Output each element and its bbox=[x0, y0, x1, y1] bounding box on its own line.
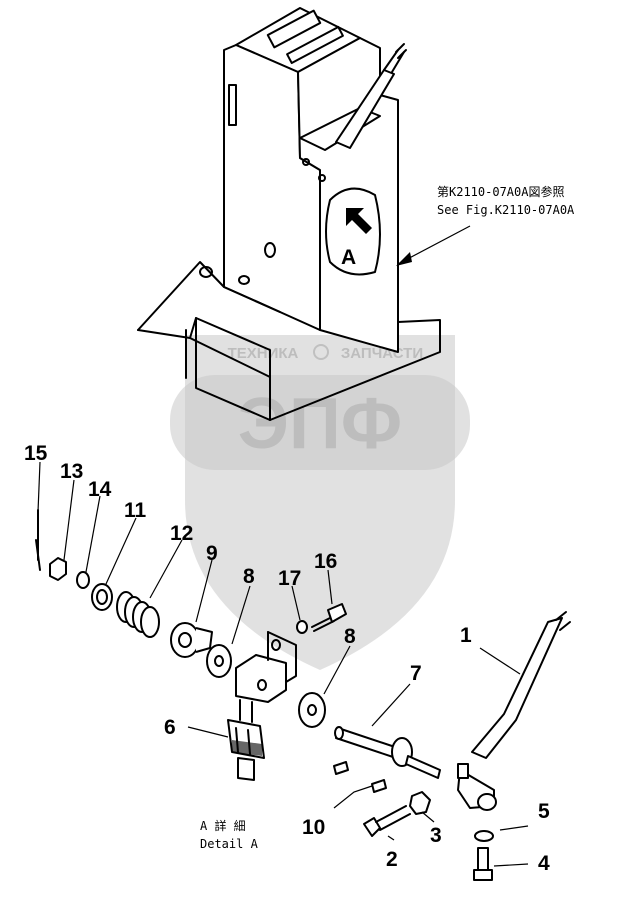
label-4: 4 bbox=[538, 852, 550, 875]
part-number-labels: 15 13 14 11 12 9 8 17 16 8 6 7 1 10 2 3 … bbox=[24, 442, 550, 875]
console-housing: A bbox=[137, 7, 441, 421]
detail-a-line1: A 詳 細 bbox=[200, 818, 246, 833]
label-8-lower: 8 bbox=[344, 625, 356, 648]
part-10-key-1 bbox=[333, 761, 349, 775]
part-3-nut bbox=[409, 791, 431, 815]
part-12-spring bbox=[116, 591, 160, 638]
part-16-bolt bbox=[311, 603, 347, 632]
watermark-gear-icon bbox=[313, 344, 329, 360]
part-8-washer-2 bbox=[298, 692, 326, 728]
label-12: 12 bbox=[170, 522, 193, 545]
part-11-bushing bbox=[91, 583, 113, 611]
callout-a-line2: See Fig.K2110-07A0A bbox=[437, 203, 575, 217]
watermark-top-text: ТЕХНИКА bbox=[228, 345, 299, 362]
part-13-nut bbox=[49, 557, 67, 581]
part-8-washer-1 bbox=[206, 644, 232, 678]
part-14-washer bbox=[76, 571, 90, 589]
label-14: 14 bbox=[88, 478, 112, 501]
callout-a: 第K2110-07A0A図参照 See Fig.K2110-07A0A bbox=[396, 184, 575, 266]
label-10: 10 bbox=[302, 816, 325, 839]
label-5: 5 bbox=[538, 800, 550, 823]
label-6: 6 bbox=[164, 716, 176, 739]
label-7: 7 bbox=[410, 662, 422, 685]
detail-a-line2: Detail A bbox=[200, 837, 259, 851]
part-6-switch bbox=[227, 699, 265, 781]
part-15-cotter-pin bbox=[35, 509, 41, 571]
watermark-top-right-text: ЗАПЧАСТИ bbox=[341, 345, 423, 362]
detail-a-caption: A 詳 細 Detail A bbox=[200, 818, 259, 851]
label-16: 16 bbox=[314, 550, 337, 573]
label-13: 13 bbox=[60, 460, 83, 483]
label-8-top: 8 bbox=[243, 565, 255, 588]
part-7-shaft bbox=[334, 726, 441, 779]
part-5-washer bbox=[474, 830, 494, 842]
bracket bbox=[235, 631, 297, 703]
label-11: 11 bbox=[124, 499, 147, 522]
part-1-lever bbox=[457, 611, 571, 811]
detail-a-parts bbox=[35, 509, 571, 881]
part-17-washer bbox=[296, 620, 308, 634]
label-15: 15 bbox=[24, 442, 48, 465]
callout-a-line1: 第K2110-07A0A図参照 bbox=[437, 184, 564, 199]
label-2: 2 bbox=[386, 848, 398, 871]
leader-lines bbox=[37, 461, 529, 867]
label-1: 1 bbox=[460, 624, 472, 647]
part-10-key-2 bbox=[371, 779, 387, 793]
window-a-marker: A bbox=[341, 246, 356, 269]
watermark: ЭПФ ТЕХНИКА ЗАПЧАСТИ bbox=[170, 335, 470, 670]
label-9: 9 bbox=[206, 542, 218, 565]
watermark-big-text: ЭПФ bbox=[238, 384, 402, 464]
part-2-bolt bbox=[363, 805, 411, 837]
label-3: 3 bbox=[430, 824, 442, 847]
part-4-bolt bbox=[473, 847, 493, 881]
label-17: 17 bbox=[278, 567, 301, 590]
part-9-cam bbox=[170, 622, 213, 658]
